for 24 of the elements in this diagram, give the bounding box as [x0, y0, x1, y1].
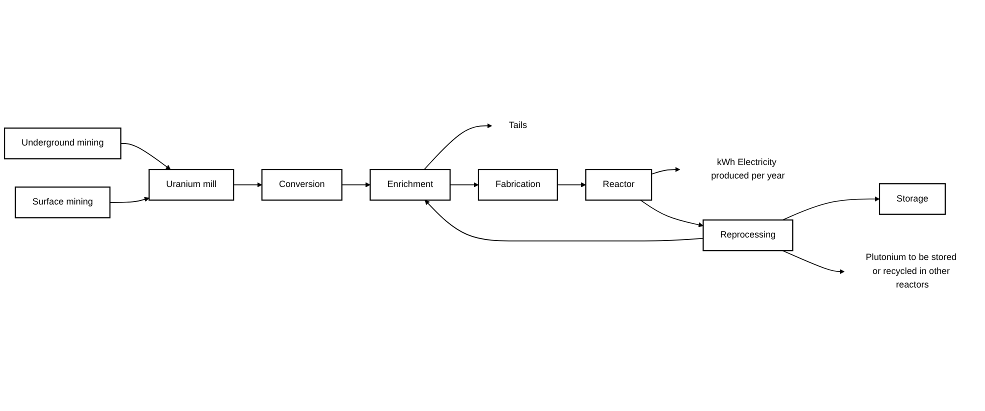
arrow: [424, 123, 492, 170]
node-box: Enrichment: [370, 168, 451, 201]
node-box: Conversion: [261, 168, 342, 201]
arrow: [341, 182, 370, 188]
arrow: [640, 200, 704, 228]
arrow: [450, 182, 479, 188]
arrow: [233, 182, 262, 188]
arrow: [424, 200, 704, 242]
node-box: Reprocessing: [702, 219, 794, 252]
node-box: Uranium mill: [148, 168, 234, 201]
node-box: Fabrication: [478, 168, 558, 201]
node-text: kWh Electricity produced per year: [711, 158, 785, 181]
node-text: Plutonium to be stored or recycled in other reactors: [866, 252, 957, 290]
node-box: Underground mining: [4, 128, 122, 160]
arrow: [110, 196, 150, 203]
node-box: Reactor: [585, 168, 652, 201]
node-box: Surface mining: [14, 186, 110, 218]
arrow: [651, 166, 680, 175]
node-box: Storage: [878, 183, 946, 215]
arrow: [120, 142, 171, 170]
arrow: [782, 196, 880, 220]
arrow: [782, 250, 845, 274]
node-text: Tails: [508, 120, 528, 130]
arrow: [556, 182, 586, 188]
